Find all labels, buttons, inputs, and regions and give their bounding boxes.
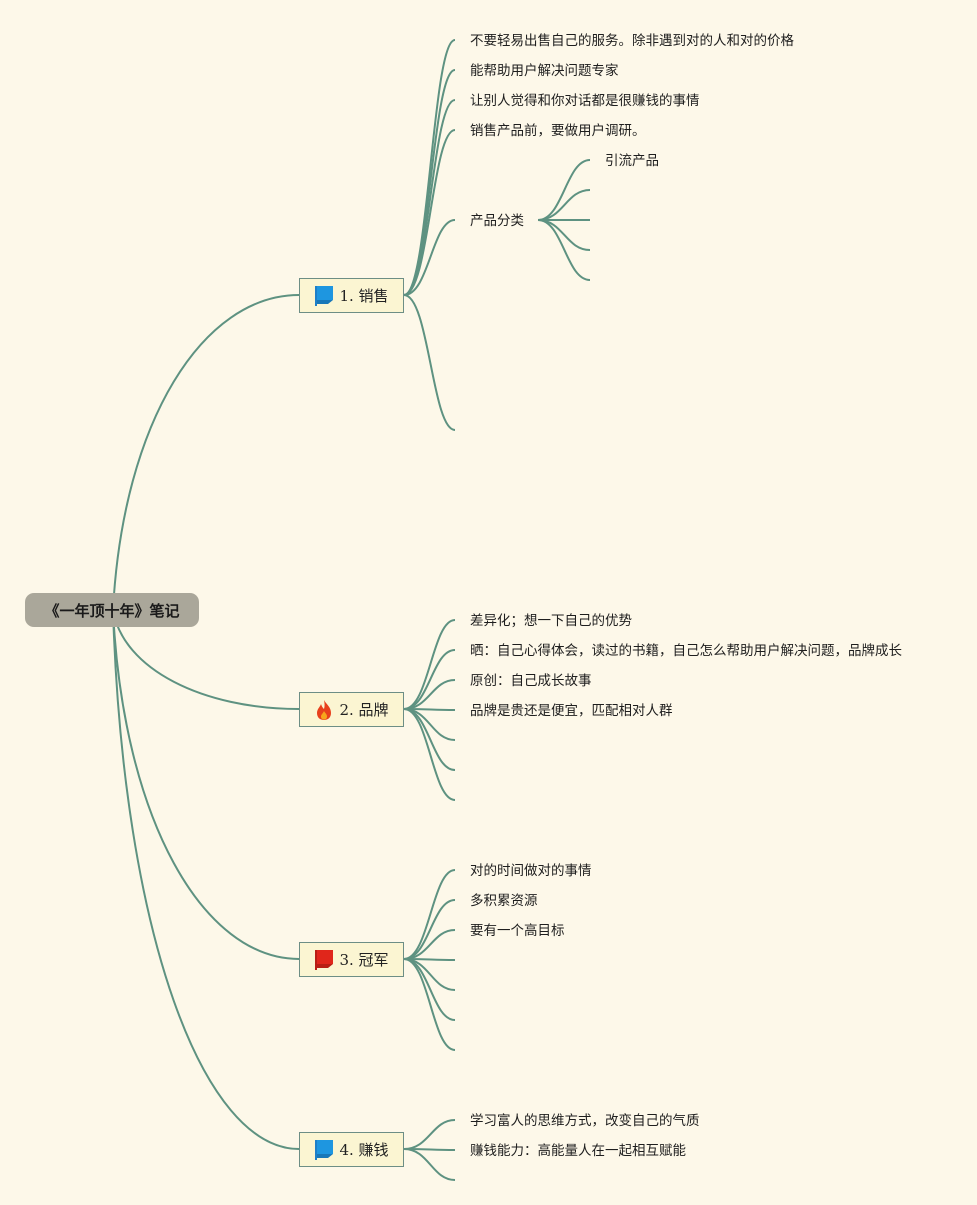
link-root-branch-1 [112, 294, 300, 611]
link-product-category-sub-1 [537, 159, 591, 221]
blue-flag-icon [314, 1139, 334, 1161]
leaf-champion-2[interactable]: 多积累资源 [470, 893, 538, 909]
link-root-branch-3 [112, 609, 300, 960]
link-branch4-leaf-1 [403, 1119, 456, 1150]
link-branch3-leaf-5 [403, 958, 456, 991]
branch-brand[interactable]: 2. 品牌 [299, 692, 404, 727]
link-branch4-leaf-3 [403, 1148, 456, 1181]
link-branch2-leaf-5 [403, 708, 456, 741]
leaf-money-1[interactable]: 学习富人的思维方式，改变自己的气质 [470, 1113, 700, 1129]
branch-label: 4. 赚钱 [339, 1141, 389, 1159]
leaf-sales-3[interactable]: 让别人觉得和你对话都是很赚钱的事情 [470, 93, 700, 109]
link-branch2-leaf-7 [403, 708, 456, 801]
link-branch1-leaf-6 [403, 294, 456, 431]
link-branch1-leaf-5 [403, 219, 456, 296]
link-root-branch-4 [112, 609, 300, 1150]
link-branch3-leaf-1 [403, 869, 456, 960]
link-branch1-leaf-3 [403, 99, 456, 296]
leaf-champion-1[interactable]: 对的时间做对的事情 [470, 863, 592, 879]
root-topic[interactable]: 《一年顶十年》笔记 [25, 593, 199, 627]
red-flag-icon [314, 949, 334, 971]
leaf-sales-4[interactable]: 销售产品前，要做用户调研。 [470, 123, 646, 139]
link-product-category-sub-4 [537, 219, 591, 251]
leaf-champion-3[interactable]: 要有一个高目标 [470, 923, 565, 939]
root-topic-label: 《一年顶十年》笔记 [44, 601, 180, 620]
branch-make-money[interactable]: 4. 赚钱 [299, 1132, 404, 1167]
branch-champion[interactable]: 3. 冠军 [299, 942, 404, 977]
leaf-sales-1[interactable]: 不要轻易出售自己的服务。除非遇到对的人和对的价格 [470, 33, 794, 49]
leaf-sales-2[interactable]: 能帮助用户解决问题专家 [470, 63, 619, 79]
link-product-category-sub-5 [537, 219, 591, 281]
leaf-brand-1[interactable]: 差异化；想一下自己的优势 [470, 613, 632, 629]
link-root-branch-2 [112, 609, 300, 710]
fire-icon [314, 699, 334, 721]
sub-leaf-traffic-product[interactable]: 引流产品 [605, 153, 659, 169]
branch-label: 1. 销售 [339, 287, 389, 305]
link-branch1-leaf-4 [403, 129, 456, 296]
leaf-brand-3[interactable]: 原创：自己成长故事 [470, 673, 592, 689]
link-product-category-sub-2 [537, 189, 591, 221]
leaf-money-2[interactable]: 赚钱能力：高能量人在一起相互赋能 [470, 1143, 686, 1159]
blue-flag-icon [314, 285, 334, 307]
link-branch2-leaf-2 [403, 649, 456, 710]
leaf-brand-4[interactable]: 品牌是贵还是便宜，匹配相对人群 [470, 703, 673, 719]
link-branch3-leaf-2 [403, 899, 456, 960]
leaf-brand-2[interactable]: 晒：自己心得体会，读过的书籍，自己怎么帮助用户解决问题，品牌成长 [470, 643, 902, 659]
branch-label: 3. 冠军 [339, 951, 389, 969]
leaf-sales-product-category[interactable]: 产品分类 [470, 213, 524, 229]
branch-sales[interactable]: 1. 销售 [299, 278, 404, 313]
link-branch3-leaf-7 [403, 958, 456, 1051]
link-branch2-leaf-1 [403, 619, 456, 710]
branch-label: 2. 品牌 [339, 701, 389, 719]
